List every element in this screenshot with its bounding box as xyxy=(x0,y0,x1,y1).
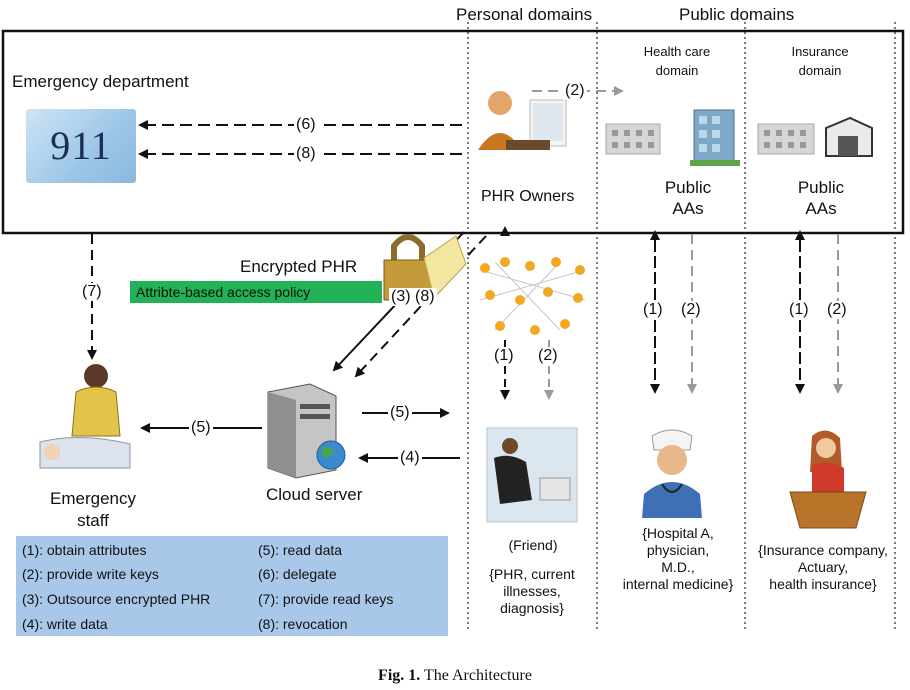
caption-text: The Architecture xyxy=(423,667,532,684)
cloud-server-label: Cloud server xyxy=(266,485,363,504)
legend-item: (8): revocation xyxy=(258,616,348,632)
step-label-friend-1: (1) xyxy=(492,347,516,365)
legend-item: (7): provide read keys xyxy=(258,591,394,607)
legend-item: (3): Outsource encrypted PHR xyxy=(22,591,211,607)
step-label-8: (8) xyxy=(294,145,318,163)
hospital-building-icon xyxy=(605,123,661,155)
step-label-5-staff: (5) xyxy=(189,419,213,437)
public-aas-health-label: Public AAs xyxy=(664,178,712,218)
public-aas-insurance-label: Public AAs xyxy=(797,178,845,218)
card-911: 911 xyxy=(26,109,136,183)
actuary-icon xyxy=(789,430,867,529)
step-label-top-2: (2) xyxy=(563,82,587,100)
access-policy-bar: Attribte-based access policy xyxy=(130,281,382,303)
step-label-ins-2: (2) xyxy=(825,301,849,319)
step-label-friend-2: (2) xyxy=(536,347,560,365)
phr-owners-label: PHR Owners xyxy=(481,188,575,205)
office-building-icon xyxy=(757,123,815,155)
step-label-6: (6) xyxy=(294,116,318,134)
friend-data-label: {PHR, current illnesses, diagnosis} xyxy=(489,566,575,616)
legend-item: (1): obtain attributes xyxy=(22,542,147,558)
step-label-5-friend: (5) xyxy=(388,404,412,422)
phr-owner-icon xyxy=(478,91,567,150)
step-label-4: (4) xyxy=(398,449,422,467)
legend-item: (2): provide write keys xyxy=(22,566,159,582)
legend-item: (5): read data xyxy=(258,542,343,558)
friend-label: (Friend) xyxy=(508,537,558,553)
caption-prefix: Fig. 1. xyxy=(378,667,421,684)
step-label-3-8: (3) (8) xyxy=(389,288,437,306)
step-label-health-2: (2) xyxy=(679,301,703,319)
figure-caption: Fig. 1. The Architecture xyxy=(0,667,910,685)
insurance-domain-label: Insurance domain xyxy=(791,44,849,78)
emergency-department-label: Emergency department xyxy=(12,72,189,91)
hospital-label: {Hospital A, physician, M.D., internal m… xyxy=(622,525,734,592)
insurance-entity-label: {Insurance company, Actuary, health insu… xyxy=(758,542,888,592)
tower-building-icon xyxy=(690,109,740,166)
emergency-staff-icon xyxy=(39,364,131,469)
friend-icon xyxy=(486,427,578,523)
step-label-7: (7) xyxy=(80,283,104,301)
header-public-domains: Public domains xyxy=(679,5,795,24)
emergency-staff-label: Emergency staff xyxy=(50,489,136,530)
health-domain-label: Health care domain xyxy=(643,44,711,78)
step-label-ins-1: (1) xyxy=(787,301,811,319)
insurance-office-icon xyxy=(825,116,873,157)
encrypted-phr-label: Encrypted PHR xyxy=(240,257,358,276)
legend-item: (6): delegate xyxy=(258,566,337,582)
step-label-health-1: (1) xyxy=(641,301,665,319)
physician-icon xyxy=(642,429,702,518)
legend-box: (1): obtain attributes (2): provide writ… xyxy=(16,536,448,636)
legend-item: (4): write data xyxy=(22,616,108,632)
cloud-server-icon xyxy=(267,383,346,479)
header-personal-domains: Personal domains xyxy=(456,5,593,24)
social-network-icon xyxy=(479,257,586,335)
top-frame xyxy=(1,29,905,235)
